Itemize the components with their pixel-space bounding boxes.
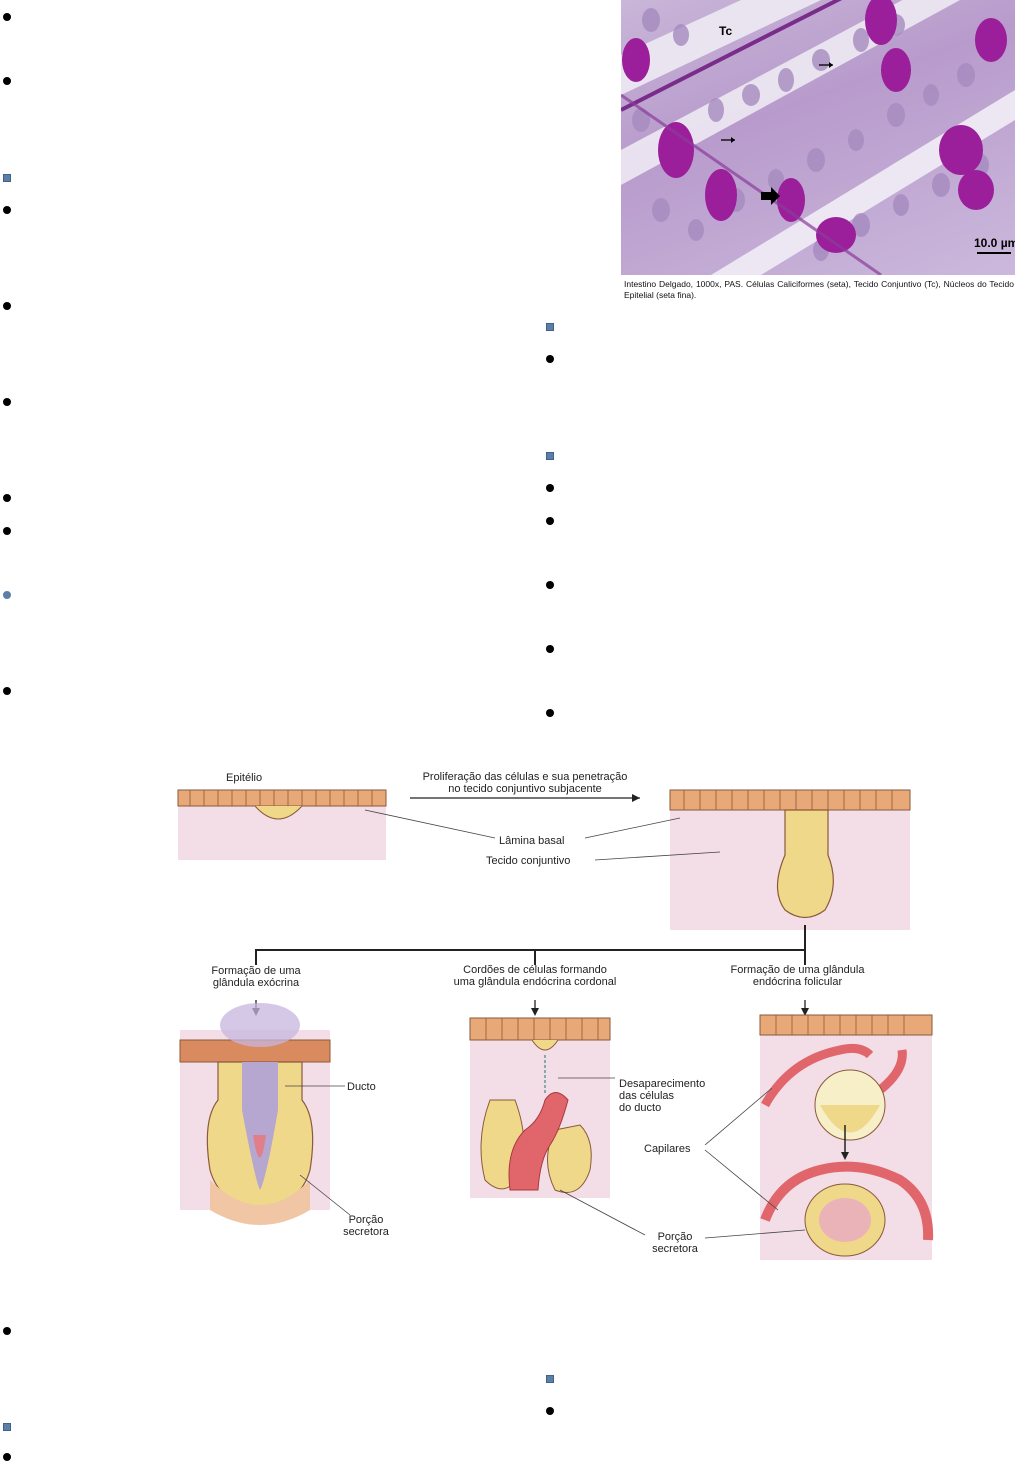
bullet-icon [3, 494, 11, 502]
label-porcao-secretora-exocrina: Porção secretora [336, 1214, 396, 1238]
bullet-icon [3, 302, 11, 310]
label-folicular-line1: Formação de uma glândula [730, 964, 865, 976]
bullet-icon [3, 398, 11, 406]
section-square-icon [3, 1423, 11, 1431]
bullet-icon [546, 355, 554, 363]
bullet-icon [3, 77, 11, 85]
label-exocrina-line1: Formação de uma [211, 965, 301, 977]
micrograph-illustration [621, 0, 1015, 275]
label-porcao-line2: secretora [343, 1226, 389, 1238]
label-desap-line1: Desaparecimento [619, 1078, 706, 1090]
label-ducto: Ducto [347, 1081, 376, 1093]
gland-formation-diagram: Epitélio Proliferação das células e sua … [160, 760, 940, 1270]
bullet-icon [546, 581, 554, 589]
bullet-icon [3, 527, 11, 535]
label-proliferacao-line1: Proliferação das células e sua penetraçã… [422, 771, 628, 783]
label-capilares: Capilares [644, 1143, 691, 1155]
micrograph-label-tc: Tc [719, 24, 733, 38]
label-proliferacao-line2: no tecido conjuntivo subjacente [448, 783, 602, 795]
label-proliferacao: Proliferação das células e sua penetraçã… [400, 771, 650, 795]
label-cordonal-line1: Cordões de células formando [463, 964, 607, 976]
label-lamina-basal: Lâmina basal [499, 835, 565, 847]
section-square-icon [3, 174, 11, 182]
bullet-icon [546, 709, 554, 717]
section-square-icon [546, 323, 554, 331]
label-porcao-secretora-endocrina: Porção secretora [645, 1231, 705, 1255]
label-desaparecimento: Desaparecimento das células do ducto [619, 1078, 705, 1114]
label-folicular-line2: endócrina folicular [752, 976, 843, 988]
scale-bar [977, 252, 1011, 254]
label-porcao-line1: Porção [348, 1214, 384, 1226]
scale-bar-label: 10.0 µm [974, 236, 1015, 250]
bullet-icon [3, 13, 11, 21]
label-porcao2-line1: Porção [657, 1231, 693, 1243]
bullet-icon [546, 1407, 554, 1415]
label-cordonal: Cordões de células formando uma glândula… [430, 964, 640, 988]
bullet-icon [3, 1453, 11, 1461]
section-square-icon [546, 452, 554, 460]
label-porcao2-line2: secretora [652, 1243, 698, 1255]
label-epitelio: Epitélio [226, 772, 263, 784]
section-square-icon [546, 1375, 554, 1383]
bullet-icon [546, 484, 554, 492]
label-exocrina-line2: glândula exócrina [212, 977, 300, 989]
micrograph-image: Tc 10.0 µm [621, 0, 1015, 275]
bullet-icon [3, 206, 11, 214]
gland-formation-illustration [177, 789, 934, 1260]
bullet-icon [3, 687, 11, 695]
bullet-icon [546, 517, 554, 525]
label-desap-line3: do ducto [619, 1102, 662, 1114]
label-desap-line2: das células [619, 1090, 675, 1102]
bullet-icon [3, 591, 11, 599]
bullet-icon [3, 1327, 11, 1335]
bullet-icon [546, 645, 554, 653]
label-tecido-conjuntivo: Tecido conjuntivo [486, 855, 571, 867]
label-exocrina: Formação de uma glândula exócrina [186, 965, 326, 989]
label-cordonal-line2: uma glândula endócrina cordonal [453, 976, 617, 988]
label-folicular: Formação de uma glândula endócrina folic… [710, 964, 885, 988]
micrograph-caption: Intestino Delgado, 1000x, PAS. Células C… [624, 279, 1014, 300]
